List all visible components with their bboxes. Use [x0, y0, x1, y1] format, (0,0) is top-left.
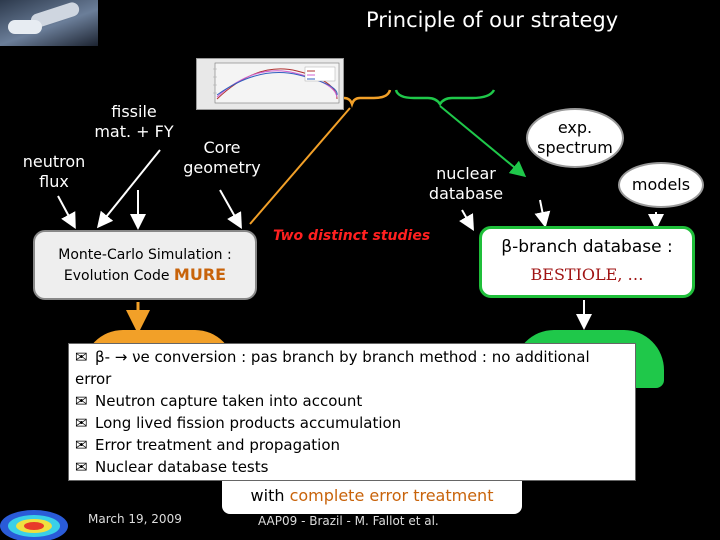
- header-photo: [0, 0, 98, 46]
- arrow-neutron-flux: [57, 195, 76, 230]
- beta-branch-title: β-branch database :: [501, 237, 673, 257]
- info-line-1b: error: [75, 370, 112, 388]
- conference-logo: [0, 510, 68, 540]
- info-box: ✉ β- → νe conversion : pas branch by bran…: [68, 343, 636, 481]
- bullet-icon: ✉: [75, 436, 88, 454]
- arrow-exp-spectrum: [534, 199, 551, 228]
- fissile-label: fissile mat. + FY: [94, 102, 174, 141]
- arrow-nuclear-db: [459, 209, 474, 231]
- mc-line1: Monte-Carlo Simulation :: [58, 247, 232, 263]
- bestiole-label: BESTIOLE, …: [530, 265, 644, 284]
- green-arrow: [439, 105, 527, 178]
- beta-branch-box: β-branch database : BESTIOLE, …: [479, 226, 695, 298]
- footer-date: March 19, 2009: [88, 512, 182, 526]
- info-line-1-text: β- → νe conversion : pas branch by branc…: [95, 348, 590, 366]
- mc-line2: Evolution Code MURE: [35, 265, 255, 286]
- summary-prefix: with: [250, 486, 290, 505]
- summary-accent: complete error treatment: [289, 486, 494, 505]
- summary-line: with complete error treatment: [222, 486, 522, 505]
- info-item: ✉Long lived fission products accumulatio…: [75, 414, 402, 432]
- spectrum-plot-thumbnail: [196, 58, 344, 110]
- orange-line: [249, 107, 351, 225]
- footer-text: AAP09 - Brazil - M. Fallot et al.: [258, 514, 439, 528]
- info-item: ✉Error treatment and propagation: [75, 436, 341, 454]
- models-label: models: [631, 175, 691, 194]
- exp-spectrum-oval: exp. spectrum: [526, 108, 624, 168]
- arrow-fissile: [96, 149, 161, 229]
- two-studies-label: Two distinct studies: [273, 228, 431, 244]
- neutron-flux-label: neutron flux: [22, 152, 86, 191]
- core-geometry-label: Core geometry: [183, 138, 261, 177]
- exp-spectrum-label: exp. spectrum: [537, 118, 613, 157]
- arrow-core: [219, 189, 242, 229]
- bullet-icon: ✉: [75, 414, 88, 432]
- slide-title: Principle of our strategy: [366, 8, 619, 32]
- info-line-1: ✉ β- → νe conversion : pas branch by bran…: [75, 346, 629, 368]
- green-bracket: [394, 89, 496, 107]
- bullet-icon: ✉: [75, 348, 88, 366]
- bullet-icon: ✉: [75, 392, 88, 410]
- info-item: ✉Neutron capture taken into account: [75, 392, 363, 410]
- models-oval: models: [618, 162, 704, 208]
- monte-carlo-box: Monte-Carlo Simulation : Evolution Code …: [33, 230, 257, 300]
- mure-code-label: MURE: [173, 265, 227, 284]
- nuclear-database-label: nuclear database: [428, 164, 504, 203]
- mc-line2-prefix: Evolution Code: [63, 268, 174, 284]
- info-item: ✉Nuclear database tests: [75, 458, 269, 476]
- bullet-icon: ✉: [75, 458, 88, 476]
